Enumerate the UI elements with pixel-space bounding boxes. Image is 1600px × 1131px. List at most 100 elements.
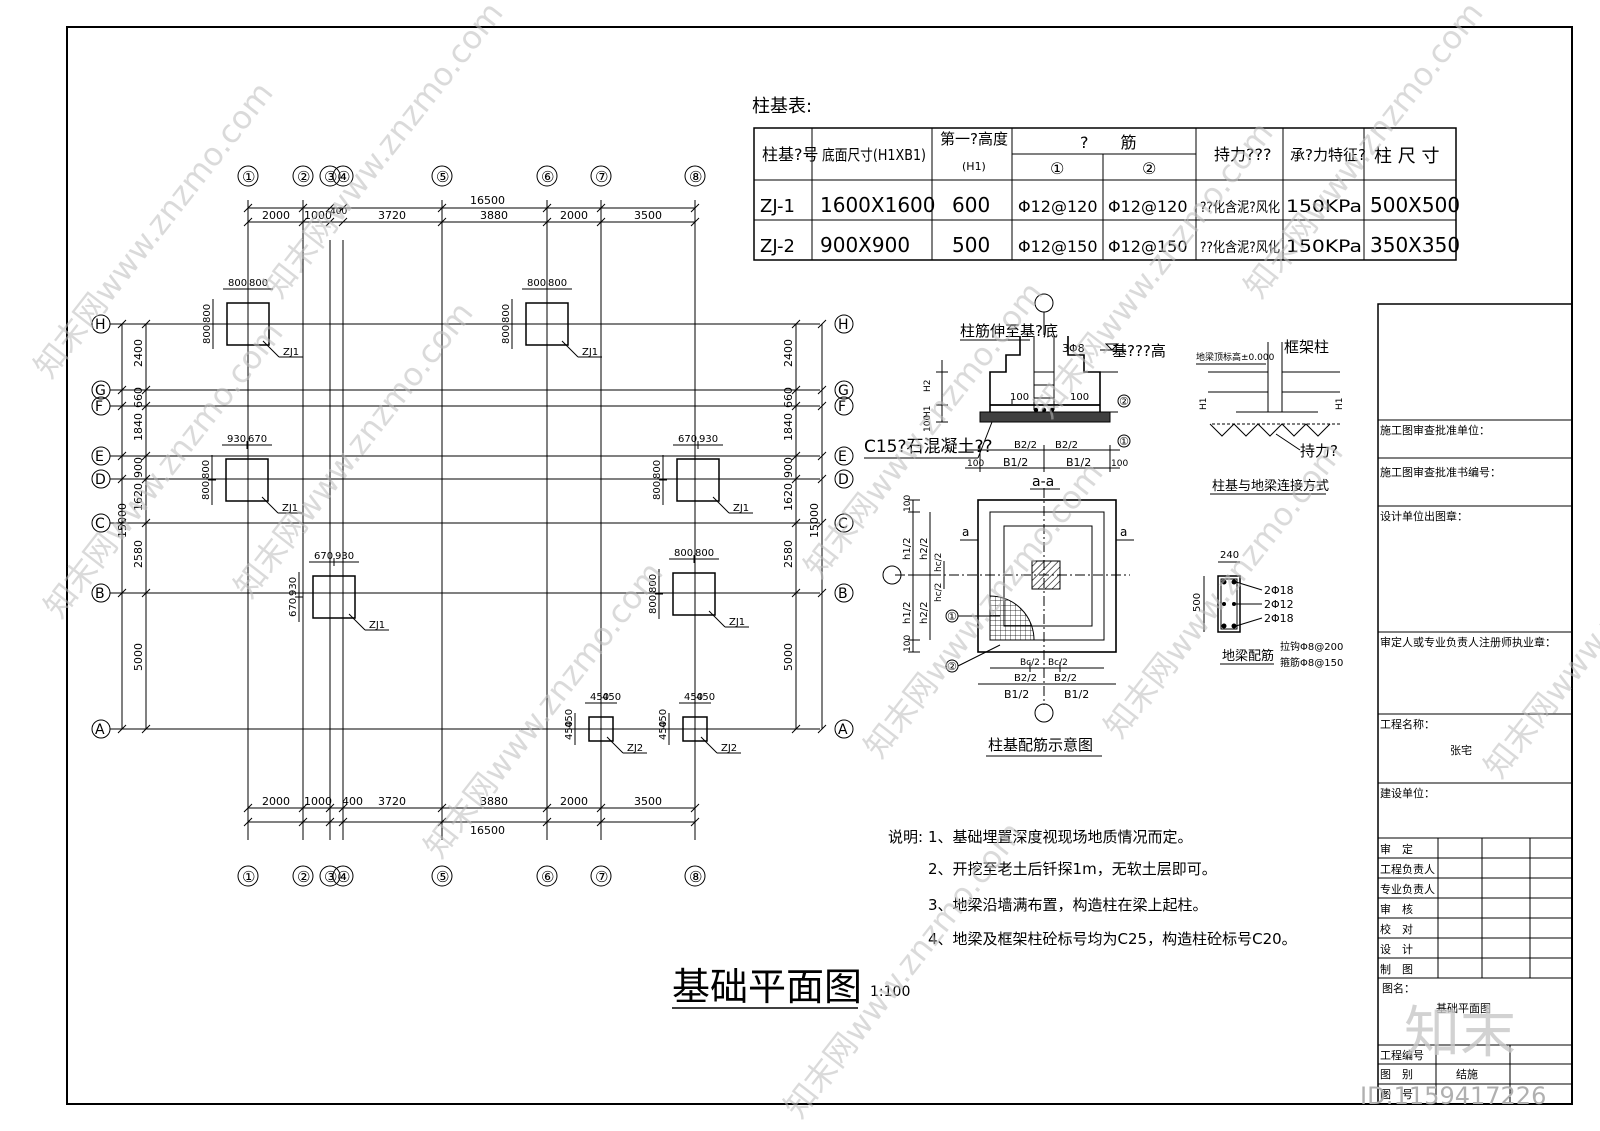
table-cell: 600 [952,193,990,217]
axis-label-left: D [95,472,106,488]
axis-bubble-right [834,513,854,533]
axis-label-right: D [838,472,849,488]
line [817,588,827,598]
table-cell: ??化含泥?风化 [1200,240,1280,256]
axis-label-left: A [95,722,105,738]
footing-dim-h2: 670 [288,598,299,617]
plan-100-b: 100 [903,635,913,652]
line [437,203,447,213]
th-rebar-2: ② [1142,159,1156,178]
dim-x: 3880 [480,209,508,222]
dim-x: 1000 [304,795,332,808]
axis-bubble-top [319,165,341,187]
table-caption: 柱基表: [752,96,812,117]
axis-bubble-right [834,469,854,489]
sec-100-r: 100 [1111,459,1128,469]
dim-total-y: 15000 [116,503,129,538]
plan-b2-l: B2/2 [1014,673,1037,684]
axis-bubble-right [834,380,854,400]
axis-bubble-right [834,314,854,334]
axis-bubble-left [91,396,111,416]
line [338,803,348,813]
table-cell: 900X900 [820,233,910,257]
axis-label-bottom: ⑤ [436,868,449,886]
dim-y: 660 [132,387,145,408]
note-2: 2、开挖至老土后钎探1m，无软土层即可。 [928,860,1217,878]
dim-x: 2000 [560,209,588,222]
dim-y: 660 [782,387,795,408]
conn-h1-l: H1 [1199,398,1209,411]
plan-100-t: 100 [903,495,913,512]
notes-lead: 说明: [888,828,923,846]
plan-hc-b: hc/2 [934,583,944,602]
footing-outline [672,572,716,616]
axis-bubble-bottom [536,865,558,887]
axis-label-top: ② [297,168,310,186]
line [791,319,801,329]
footing-dim-w2: 450 [696,692,715,703]
footing-label: ZJ1 [282,503,298,514]
beam-title: 地梁配筋 [1222,648,1274,664]
line [791,474,801,484]
general-notes: 说明: 1、基础埋置深度视现场地质情况而定。 2、开挖至老土后钎探1m，无软土层… [888,828,1297,948]
footing-dim-w2: 800 [695,548,714,559]
table-cell: ZJ-1 [760,196,795,217]
tb-drawing-label: 图名： [1382,981,1415,995]
axis-label-bottom: ① [242,868,255,886]
tb-approve-no: 施工图审查批准书编号： [1380,465,1501,479]
dim-y: 2580 [132,540,145,568]
footing-dim-h2: 800 [202,325,213,344]
conn-h1-r: H1 [1335,398,1345,411]
axis-bubble-top [590,165,612,187]
axis-label-top: ⑥ [541,168,554,186]
plan-circle-2: ② [947,660,957,673]
line [243,217,253,227]
dim-y: 2580 [782,540,795,568]
line [117,451,127,461]
stirrup-note: 3Φ8 [1062,342,1085,355]
line [141,588,151,598]
footing-label: ZJ1 [733,503,749,514]
axis-bubble-top [237,165,259,187]
plan-scale: 1:100 [870,984,910,1000]
plan-circle-1: ① [947,610,957,623]
axis-bubble-bottom [332,865,354,887]
line [117,385,127,395]
watermark-text: 知末网www.znzmo.com [1236,0,1490,305]
table-cell: 1600X1600 [820,193,936,217]
axis-label-top: ⑧ [689,168,702,186]
dim-y: 2400 [782,339,795,367]
plan-b1-l: B1/2 [1004,688,1029,701]
axis-label-right: G [838,383,849,399]
line [596,817,606,827]
sign-row-label: 校 对 [1380,922,1413,936]
line [141,401,151,411]
axis-bubble-left [91,380,111,400]
line [690,217,700,227]
axis-label-bottom: ② [297,868,310,886]
dim-y: 5000 [782,643,795,671]
line [690,203,700,213]
th-height: 第一?高度 [940,130,1008,148]
beam-connection-detail: 地梁顶标高±0.000 框架柱 持力? H1 H1 柱基与地梁连接方式 [1196,338,1345,495]
tb-category-label: 图 别 [1380,1068,1413,1081]
line [817,474,827,484]
tb-project-label: 工程名称： [1380,717,1435,731]
concrete-note: C15?石混凝土?? [864,437,993,457]
th-id: 柱基?号 [762,145,819,164]
dim-y: 2400 [132,339,145,367]
dim-x: 3500 [634,209,662,222]
table-cell: 500X500 [1370,193,1460,217]
line [437,817,447,827]
line [117,588,127,598]
table-cell: ??化含泥?风化 [1200,200,1280,216]
footing-label: ZJ2 [721,743,737,754]
line [298,817,308,827]
dim-x: 2000 [560,795,588,808]
sign-row-label: 专业负责人 [1380,882,1435,896]
line [791,518,801,528]
line [141,518,151,528]
axis-label-top: ① [242,168,255,186]
line [338,817,348,827]
